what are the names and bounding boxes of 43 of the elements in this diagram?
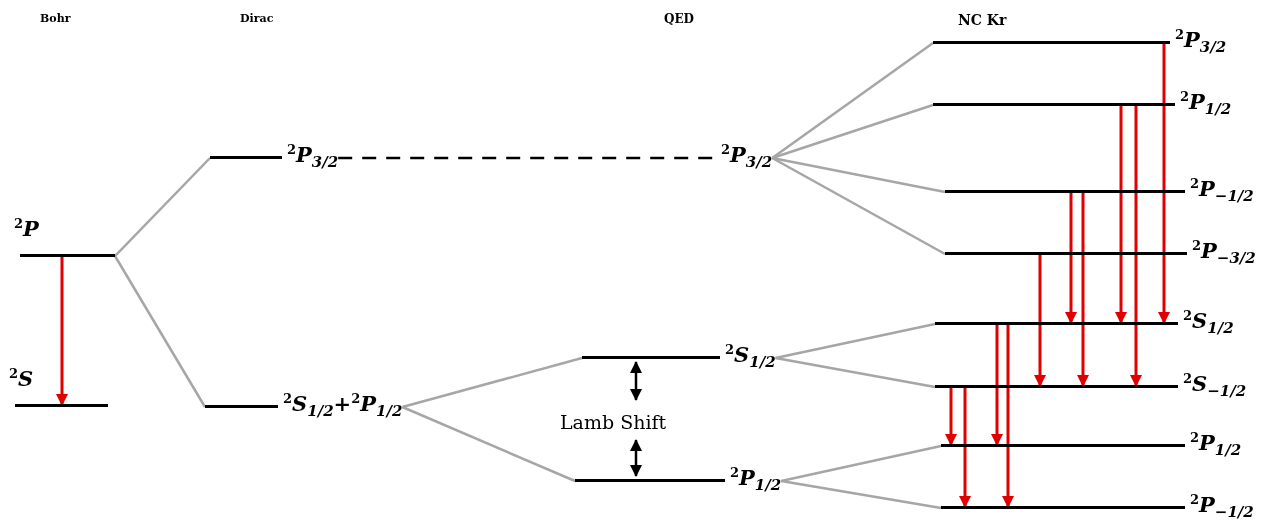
level-label: $^{2}$P$_{3/2}$ — [286, 143, 339, 171]
level-label: $^{2}$S — [9, 367, 34, 389]
transition-arrow — [1065, 192, 1077, 324]
splitting-line — [771, 156, 946, 256]
level-label: $^{2}$S$_{1/2}$+$^{2}$P$_{1/2}$ — [282, 392, 403, 420]
splitting-line — [775, 356, 936, 389]
splitting-line — [781, 479, 942, 510]
transition-arrow — [1115, 105, 1127, 324]
level-label: $^{2}$P$_{1/2}$ — [1189, 431, 1242, 459]
splitting-line — [114, 157, 211, 257]
transition-arrow — [1002, 324, 1014, 508]
level-label: $^{2}$P$_{1/2}$ — [729, 466, 782, 494]
transition-arrow — [56, 256, 68, 406]
level-label: $^{2}$P$_{3/2}$ — [720, 143, 773, 171]
transition-arrow — [991, 324, 1003, 446]
level-label: $^{2}$P$_{−1/2}$ — [1189, 177, 1254, 205]
transition-arrow — [945, 387, 957, 446]
level-label: $^{2}$S$_{1/2}$ — [724, 343, 776, 371]
level-label: $^{2}$P$_{3/2}$ — [1174, 28, 1227, 56]
column-heading: QED — [664, 12, 694, 26]
splitting-line — [771, 156, 946, 194]
splitting-line — [402, 356, 583, 409]
transition-arrow — [1130, 105, 1142, 387]
column-heading: Dirac — [240, 12, 274, 25]
column-heading: NC Kr — [958, 12, 1007, 28]
transition-arrow — [959, 387, 971, 508]
level-label: $^{2}$P$_{−3/2}$ — [1191, 239, 1256, 267]
splitting-line — [113, 255, 207, 408]
splitting-line — [775, 322, 936, 360]
level-label: $^{2}$S$_{1/2}$ — [1182, 309, 1234, 337]
transition-arrow — [1034, 254, 1046, 387]
transition-arrow — [1158, 43, 1170, 324]
level-label: $^{2}$P$_{1/2}$ — [1179, 90, 1232, 118]
splitting-line — [780, 444, 942, 483]
splitting-line — [771, 103, 934, 160]
splitting-line — [771, 42, 934, 159]
level-label: $^{2}$S$_{−1/2}$ — [1182, 372, 1247, 400]
annotation-text: Lamb Shift — [560, 411, 667, 433]
level-label: $^{2}$P — [14, 217, 39, 239]
level-label: $^{2}$P$_{−1/2}$ — [1189, 493, 1254, 521]
splitting-line — [401, 405, 576, 483]
column-heading: Bohr — [40, 12, 71, 25]
transition-arrow — [1077, 192, 1089, 387]
